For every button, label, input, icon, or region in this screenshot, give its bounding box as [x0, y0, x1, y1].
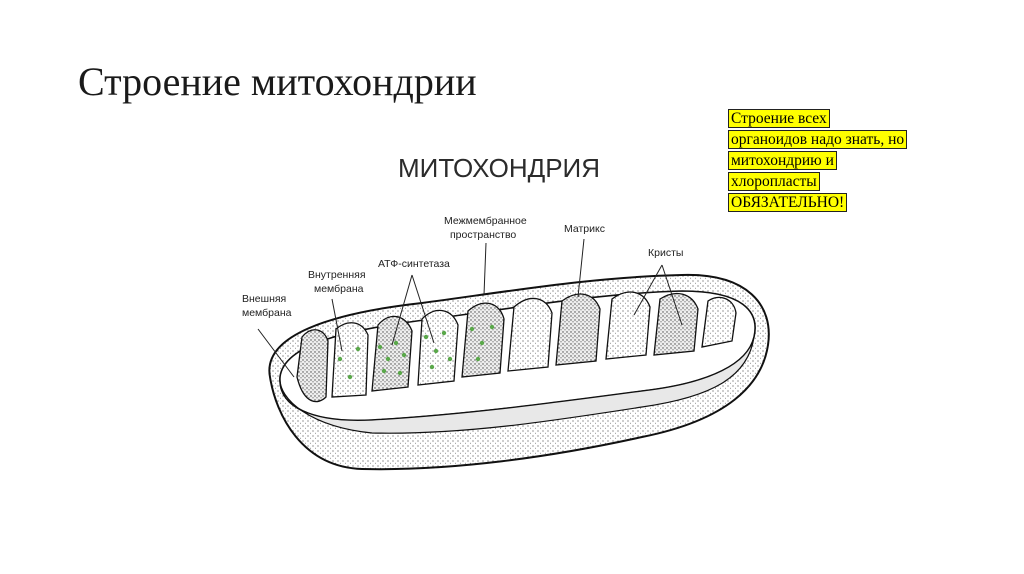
highlighted-note: Строение всех органоидов надо знать, но … [728, 108, 990, 213]
label-inner-membrane-line2: мембрана [314, 283, 364, 295]
inner-membrane-band [279, 336, 755, 434]
slide-title: Строение митохондрии [78, 59, 477, 104]
label-intermembrane-line1: Межмембранное [444, 215, 527, 227]
label-outer-membrane-line1: Внешняя [242, 293, 286, 305]
label-intermembrane-line2: пространство [450, 229, 516, 241]
label-matrix: Матрикс [564, 223, 605, 235]
label-cristae: Кристы [648, 247, 683, 259]
cristae-folds [296, 291, 737, 403]
atp-synthase-particles [337, 324, 495, 380]
diagram-title: МИТОХОНДРИЯ [398, 153, 600, 183]
leader-lines [257, 238, 683, 378]
note-line-5: ОБЯЗАТЕЛЬНО! [728, 193, 848, 212]
label-inner-membrane-line1: Внутренняя [308, 269, 366, 281]
note-line-3: митохондрию и [728, 151, 837, 170]
mitochondrion-diagram: МИТОХОНДРИЯ [242, 153, 770, 471]
note-line-2: органоидов надо знать, но [728, 130, 908, 149]
note-line-4: хлоропласты [728, 172, 820, 191]
label-atp-synthase: АТФ-синтетаза [378, 258, 450, 270]
mitochondrion-figure: МИТОХОНДРИЯ [222, 115, 800, 551]
note-line-1: Строение всех [728, 109, 830, 128]
label-outer-membrane-line2: мембрана [242, 307, 292, 319]
